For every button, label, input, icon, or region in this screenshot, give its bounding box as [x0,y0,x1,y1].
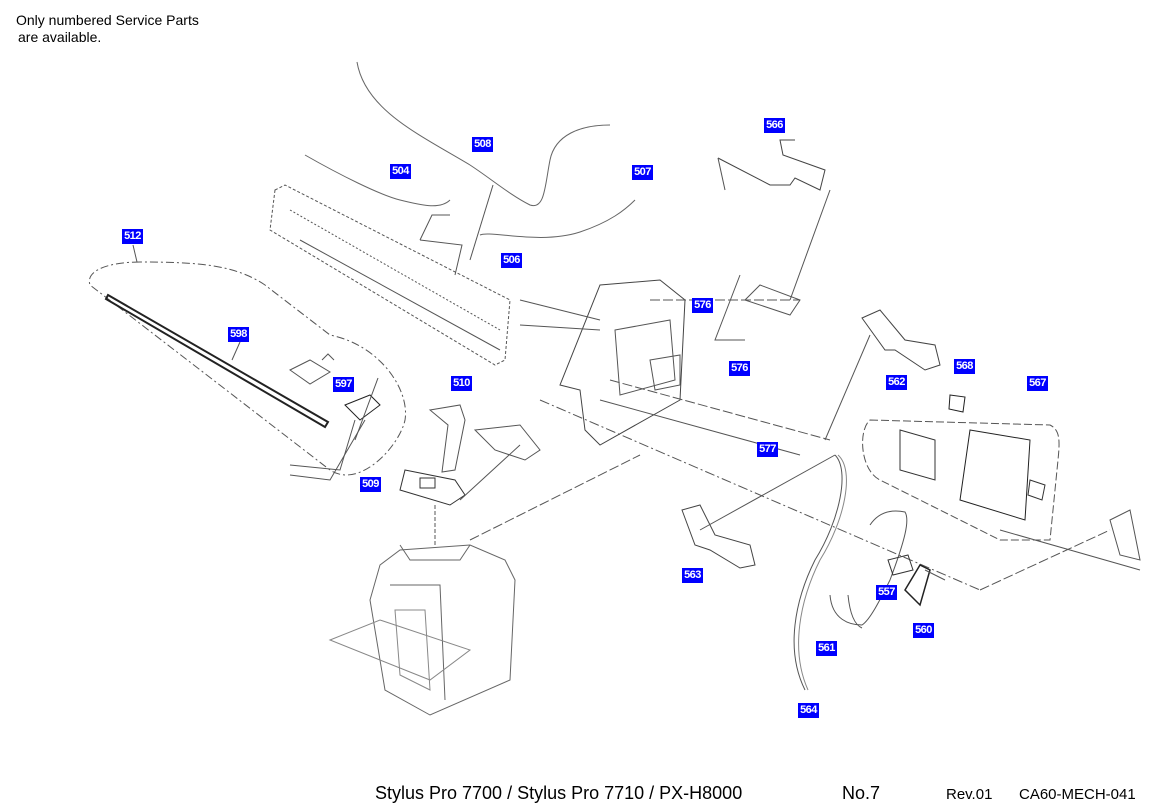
part-label-576-a: 576 [692,298,713,313]
group-outline-567 [862,419,1060,541]
part-label-508: 508 [472,137,493,152]
panel-509 [399,469,466,506]
cover-510 [428,404,466,473]
group-outline-512 [88,261,407,476]
part-label-566: 566 [764,118,785,133]
chassis-plate [559,279,686,446]
part-label-506: 506 [501,253,522,268]
part-label-562: 562 [886,375,907,390]
part-label-507: 507 [632,165,653,180]
part-label-577: 577 [757,442,778,457]
ffc-563 [681,504,756,569]
part-label-564: 564 [798,703,819,718]
service-parts-note: Only numbered Service Parts are availabl… [16,12,199,46]
note-line-2: are available. [18,29,102,45]
part-label-510: 510 [451,376,472,391]
frame-main [269,184,511,366]
cable-564 [793,454,843,691]
part-label-557: 557 [876,585,897,600]
part-label-561: 561 [816,641,837,656]
footer-document-code: CA60-MECH-041 [1019,786,1136,803]
part-label-512: 512 [122,229,143,244]
cable-561 [829,510,908,626]
part-label-598: 598 [228,327,249,342]
printer-stand [369,544,516,716]
cable-504 [304,154,451,207]
ffc-562 [861,309,941,371]
bracket-560 [904,564,931,607]
cable-507 [479,199,636,238]
footer-page-number: No.7 [842,783,881,803]
ffc-566 [717,139,826,191]
part-label-560: 560 [913,623,934,638]
note-line-1: Only numbered Service Parts [16,12,199,28]
part-label-509: 509 [360,477,381,492]
footer-models: Stylus Pro 7700 / Stylus Pro 7710 / PX-H… [375,783,743,803]
part-label-568: 568 [954,359,975,374]
part-label-576-b: 576 [729,361,750,376]
motor-557 [887,554,914,576]
footer-revision: Rev.01 [946,786,993,803]
part-label-597: 597 [333,377,354,392]
cable-508 [356,61,611,207]
part-label-567: 567 [1027,376,1048,391]
part-label-563: 563 [682,568,703,583]
rail-598 [104,293,330,429]
part-label-504: 504 [390,164,411,179]
